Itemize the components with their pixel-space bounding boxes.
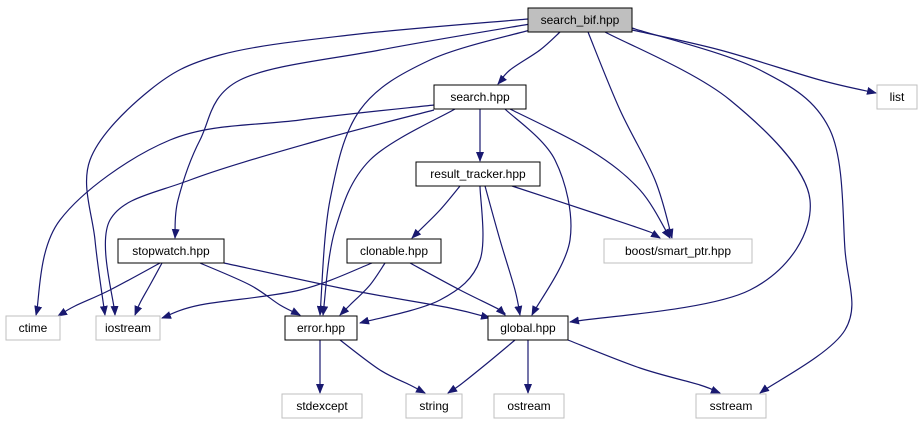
node-box <box>433 84 527 110</box>
edge-global-to-sstream <box>567 339 721 394</box>
node-box <box>284 315 358 341</box>
node-iostream: iostream <box>95 315 161 341</box>
node-stdexcept: stdexcept <box>281 393 363 419</box>
node-label: clonable.hpp <box>360 244 428 258</box>
edge-search-bif-to-smart-ptr <box>587 31 674 239</box>
edge-search-bif-to-stopwatch <box>171 23 531 239</box>
node-global[interactable]: global.hpp <box>487 315 569 341</box>
edge-search-bif-to-iostream <box>85 18 529 316</box>
node-label: ostream <box>507 399 550 413</box>
node-search-bif: search_bif.hpp <box>527 7 633 33</box>
node-search[interactable]: search.hpp <box>433 84 527 110</box>
node-box <box>487 315 569 341</box>
node-box <box>603 238 753 264</box>
node-label: string <box>419 399 448 413</box>
edge-global-to-string <box>447 339 516 394</box>
node-ctime: ctime <box>5 315 61 341</box>
node-box <box>405 393 463 419</box>
edge-search-to-iostream <box>104 109 435 316</box>
node-ostream: ostream <box>493 393 565 419</box>
edges-layer <box>34 18 877 394</box>
node-box <box>346 238 442 264</box>
edge-search-bif-to-sstream <box>631 27 853 394</box>
edge-result-tracker-to-error <box>359 185 484 325</box>
node-result-tracker[interactable]: result_tracker.hpp <box>415 161 541 187</box>
node-box <box>281 393 363 419</box>
node-box <box>415 161 541 187</box>
edge-stopwatch-to-ctime <box>57 262 161 317</box>
edge-stopwatch-to-global <box>223 262 491 320</box>
edge-clonable-to-iostream <box>161 262 373 319</box>
node-box <box>5 315 61 341</box>
node-box <box>527 7 633 33</box>
node-label: search_bif.hpp <box>541 13 620 27</box>
node-label: global.hpp <box>500 321 556 335</box>
node-label: search.hpp <box>450 90 510 104</box>
node-label: stopwatch.hpp <box>132 244 210 258</box>
node-label: result_tracker.hpp <box>430 167 526 181</box>
node-label: iostream <box>105 321 151 335</box>
node-box <box>876 84 918 110</box>
node-sstream: sstream <box>695 393 767 419</box>
node-box <box>95 315 161 341</box>
node-box <box>695 393 767 419</box>
node-box <box>117 238 225 264</box>
edge-result-tracker-to-smart-ptr <box>511 185 661 239</box>
node-label: error.hpp <box>297 321 345 335</box>
node-string: string <box>405 393 463 419</box>
node-label: ctime <box>19 321 48 335</box>
edge-search-to-error <box>320 108 456 316</box>
node-label: list <box>890 90 905 104</box>
edge-error-to-string <box>339 339 426 394</box>
edge-clonable-to-global <box>409 262 506 316</box>
edge-search-to-global <box>504 108 572 316</box>
node-label: sstream <box>710 399 753 413</box>
edge-search-bif-to-search <box>497 31 561 85</box>
edge-result-tracker-to-clonable <box>411 185 461 239</box>
edge-result-tracker-to-global <box>484 185 523 316</box>
node-smart-ptr: boost/smart_ptr.hpp <box>603 238 753 264</box>
edge-stopwatch-to-error <box>199 262 301 316</box>
node-list: list <box>876 84 918 110</box>
node-label: stdexcept <box>296 399 348 413</box>
node-stopwatch[interactable]: stopwatch.hpp <box>117 238 225 264</box>
node-error[interactable]: error.hpp <box>284 315 358 341</box>
node-clonable[interactable]: clonable.hpp <box>346 238 442 264</box>
edge-search-bif-to-global <box>569 31 811 325</box>
edge-search-to-ctime <box>34 104 435 316</box>
edge-stopwatch-to-iostream <box>134 262 163 316</box>
edge-search-bif-to-error <box>316 29 531 316</box>
node-box <box>493 393 565 419</box>
edge-search-bif-to-list <box>631 29 877 95</box>
edge-clonable-to-error <box>339 262 386 316</box>
node-label: boost/smart_ptr.hpp <box>625 244 731 258</box>
edge-search-to-smart-ptr <box>509 108 671 239</box>
